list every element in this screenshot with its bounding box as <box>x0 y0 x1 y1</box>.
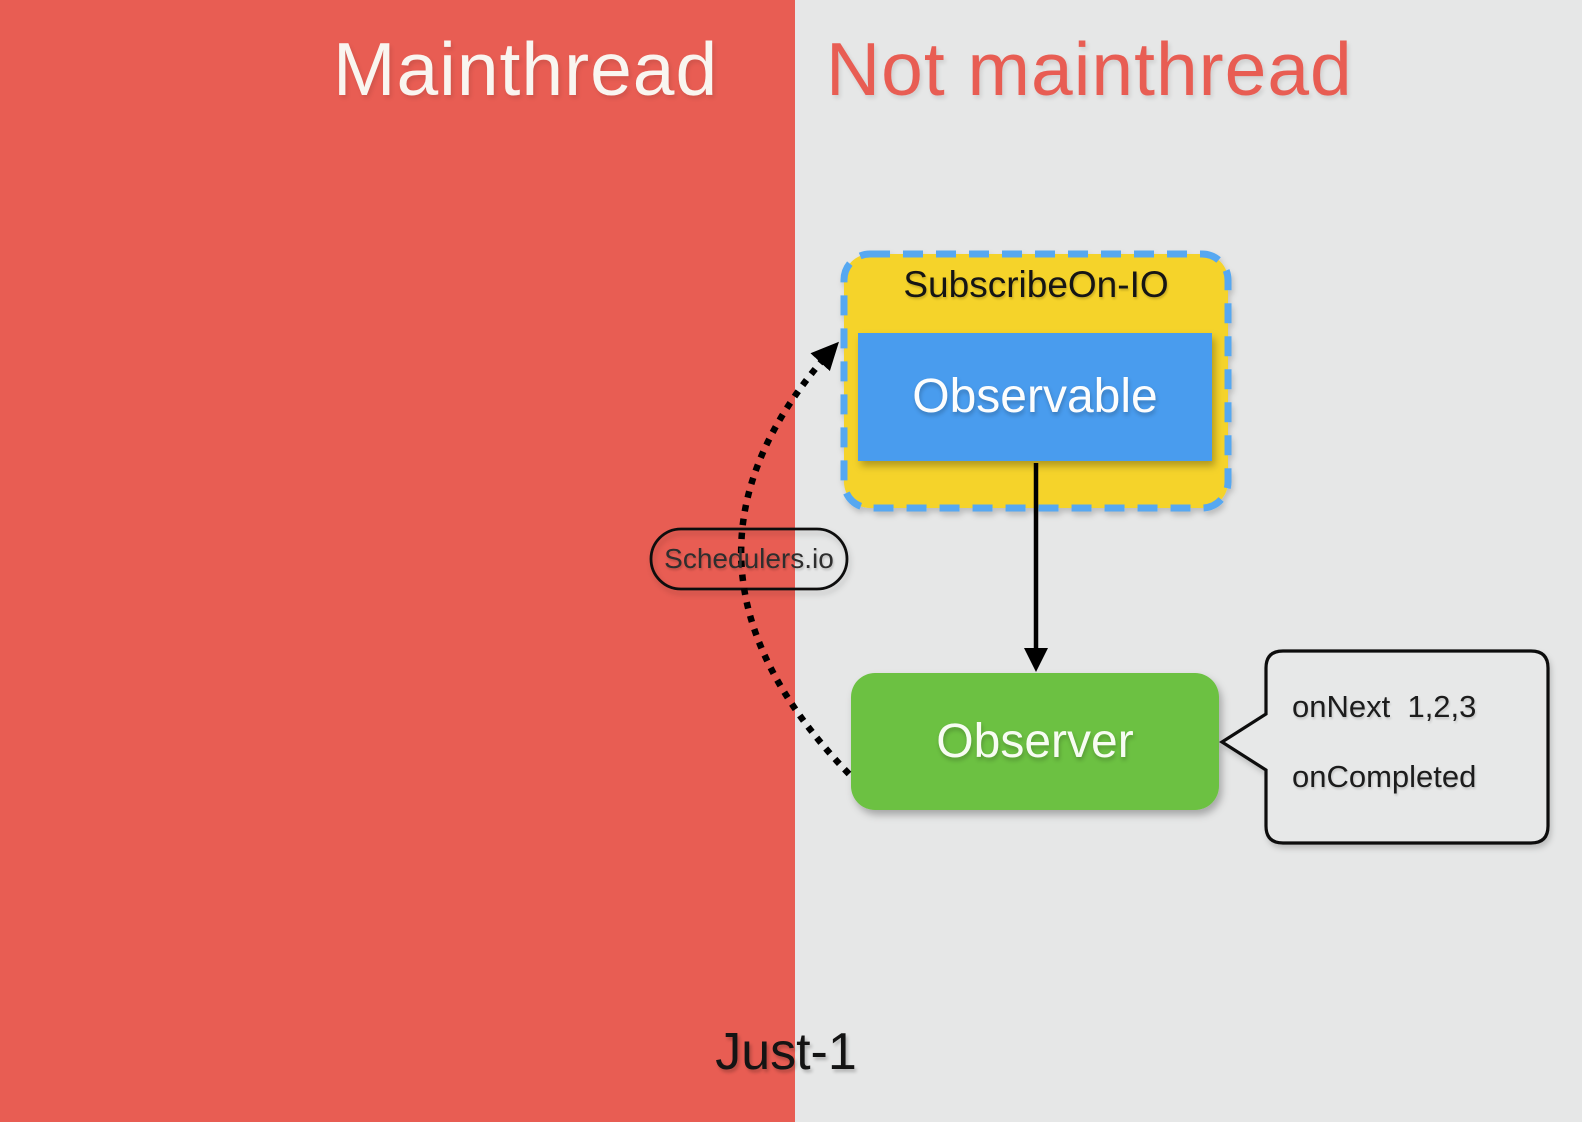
dotted-curved-arrow-icon <box>738 341 852 777</box>
subscribe-on-io-label: SubscribeOn-IO <box>903 264 1169 305</box>
observable-box <box>858 333 1212 461</box>
schedulers-io-label: Schedulers.io <box>664 543 834 574</box>
mainthread-region <box>0 0 795 1122</box>
schedulers-io-pill <box>649 527 849 591</box>
mainthread-title: Mainthread <box>333 27 719 111</box>
observer-box <box>851 673 1219 810</box>
callout-oncompleted-text: onCompleted <box>1292 759 1477 794</box>
observer-label: Observer <box>936 714 1134 768</box>
callout-bubble <box>1219 649 1550 845</box>
solid-down-arrow-icon <box>1024 463 1048 672</box>
callout-onnext-text: onNext 1,2,3 <box>1292 689 1477 724</box>
caption-just-1: Just-1 <box>715 1023 857 1081</box>
not-mainthread-title: Not mainthread <box>826 27 1353 111</box>
observable-label: Observable <box>912 370 1158 423</box>
